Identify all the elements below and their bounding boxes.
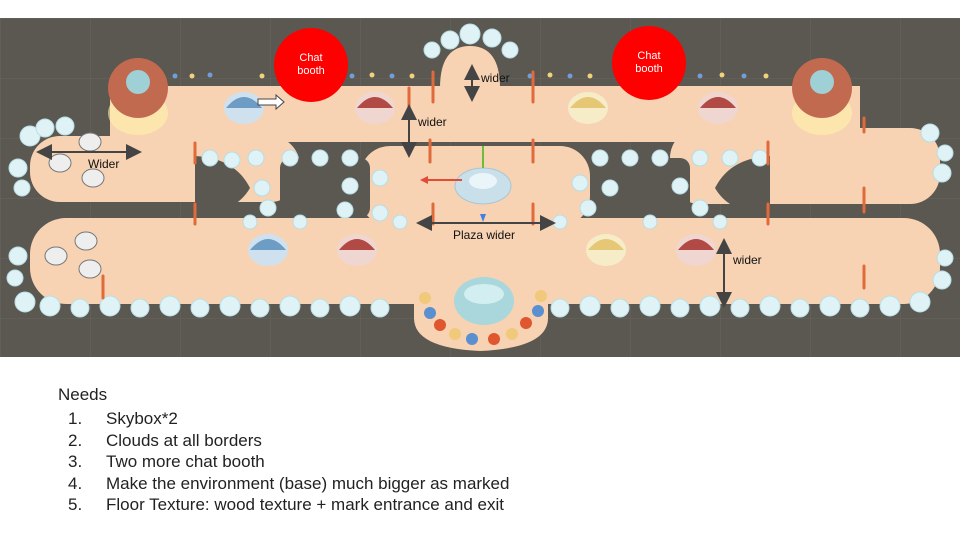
plaza-fountain[interactable] — [420, 146, 512, 222]
tent-red-top[interactable] — [355, 92, 395, 124]
chat-booth-right[interactable]: Chat booth — [612, 26, 686, 100]
needs-item: 3. Two more chat booth — [58, 451, 758, 473]
tent-red-top-right[interactable] — [698, 92, 738, 124]
tent-blue-bottom[interactable] — [248, 234, 288, 266]
needs-item-number: 2. — [68, 430, 83, 450]
label-wider-left: wider — [418, 115, 447, 129]
tent-yellow-top[interactable] — [568, 92, 608, 124]
pool-seats — [419, 290, 547, 345]
needs-item-text: Two more chat booth — [106, 452, 265, 471]
tent-yellow-bottom[interactable] — [586, 234, 626, 266]
needs-notes: Needs 1. Skybox*2 2. Clouds at all borders… — [58, 384, 758, 516]
hollow-arrow — [257, 93, 285, 111]
label-plaza-wider: Plaza wider — [453, 228, 516, 242]
needs-item-number: 1. — [68, 409, 83, 428]
tent-blue-top[interactable] — [224, 92, 264, 124]
label-wider-side: Wider — [88, 157, 120, 171]
needs-item-number: 4. — [68, 473, 83, 493]
needs-list: 1. Skybox*2 2. Clouds at all borders 3. Two… — [58, 408, 758, 516]
chat-booth-left-line1: Chat — [299, 52, 323, 64]
tent-red-bottom-right[interactable] — [676, 234, 716, 266]
needs-item: 2. Clouds at all borders — [58, 430, 758, 452]
needs-item: 5. Floor Texture: wood texture + mark ent… — [58, 494, 758, 516]
cloud-border — [6, 23, 954, 318]
needs-title: Needs — [58, 385, 108, 404]
needs-item-number: 3. — [68, 452, 83, 471]
needs-item-text: Make the environment (base) much bigger … — [106, 473, 510, 493]
annotation-arrows — [36, 64, 732, 308]
needs-item-number: 5. — [68, 495, 83, 514]
floor-gaps — [195, 156, 770, 218]
chat-booth-left-line2: booth — [297, 65, 325, 77]
needs-item-text: Clouds at all borders — [106, 430, 262, 450]
chat-booth-right-line1: Chat — [637, 50, 661, 62]
label-wider-right: wider — [733, 253, 762, 267]
chat-booth-left[interactable]: Chat booth — [274, 28, 348, 102]
border-lights — [172, 72, 769, 79]
chat-booth-right-line2: booth — [635, 63, 663, 75]
needs-item: 4. Make the environment (base) much bigge… — [58, 473, 758, 495]
level-editor-viewport[interactable] — [0, 18, 960, 357]
needs-item: 1. Skybox*2 — [58, 408, 758, 430]
bottom-pool[interactable] — [419, 277, 547, 345]
tent-red-bottom[interactable] — [337, 234, 377, 266]
carousel-top-right[interactable] — [792, 58, 852, 135]
label-wider-top: wider — [481, 71, 510, 85]
carousel-top-left[interactable] — [108, 58, 168, 135]
needs-item-text: Skybox*2 — [106, 409, 178, 428]
needs-item-text: Floor Texture: wood texture + mark entra… — [106, 495, 504, 514]
